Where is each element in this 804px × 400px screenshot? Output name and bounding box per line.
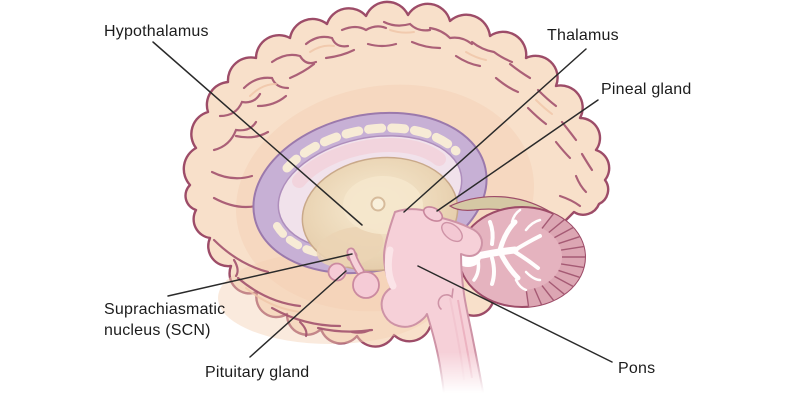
mammillary-body bbox=[327, 262, 347, 282]
fornix-band bbox=[292, 138, 446, 188]
leader-line-pons bbox=[417, 265, 613, 363]
brainstem-fade bbox=[388, 352, 512, 400]
leader-line-hypothalamus bbox=[152, 41, 363, 226]
leader-lines bbox=[152, 41, 613, 363]
cerebellum-folia-stripes bbox=[525, 213, 585, 307]
label-thalamus: Thalamus bbox=[547, 27, 619, 44]
leader-line-scn bbox=[167, 253, 353, 297]
sulci-highlights bbox=[245, 29, 553, 313]
label-pons: Pons bbox=[618, 360, 656, 377]
leader-line-pineal-gland bbox=[436, 99, 599, 212]
pituitary-gland-shape bbox=[352, 271, 380, 299]
colliculi-nub bbox=[441, 221, 463, 243]
label-pituitary-gland: Pituitary gland bbox=[205, 364, 310, 381]
pons-curl bbox=[437, 288, 454, 310]
hypothalamus-area bbox=[316, 226, 384, 268]
cerebellum-crescent bbox=[526, 213, 585, 307]
interthalamic-dot bbox=[370, 196, 386, 212]
label-pineal-gland: Pineal gland bbox=[601, 81, 692, 98]
label-suprachiasmatic-nucleus: Suprachiasmatic nucleus (SCN) bbox=[104, 301, 226, 339]
label-hypothalamus: Hypothalamus bbox=[104, 23, 209, 40]
leader-line-thalamus bbox=[403, 48, 587, 213]
leader-line-pituitary-gland bbox=[249, 270, 347, 358]
sulci-lines bbox=[210, 20, 594, 338]
lateral-ventricle-dashes-top bbox=[282, 123, 461, 173]
brainstem-highlight bbox=[384, 246, 397, 290]
